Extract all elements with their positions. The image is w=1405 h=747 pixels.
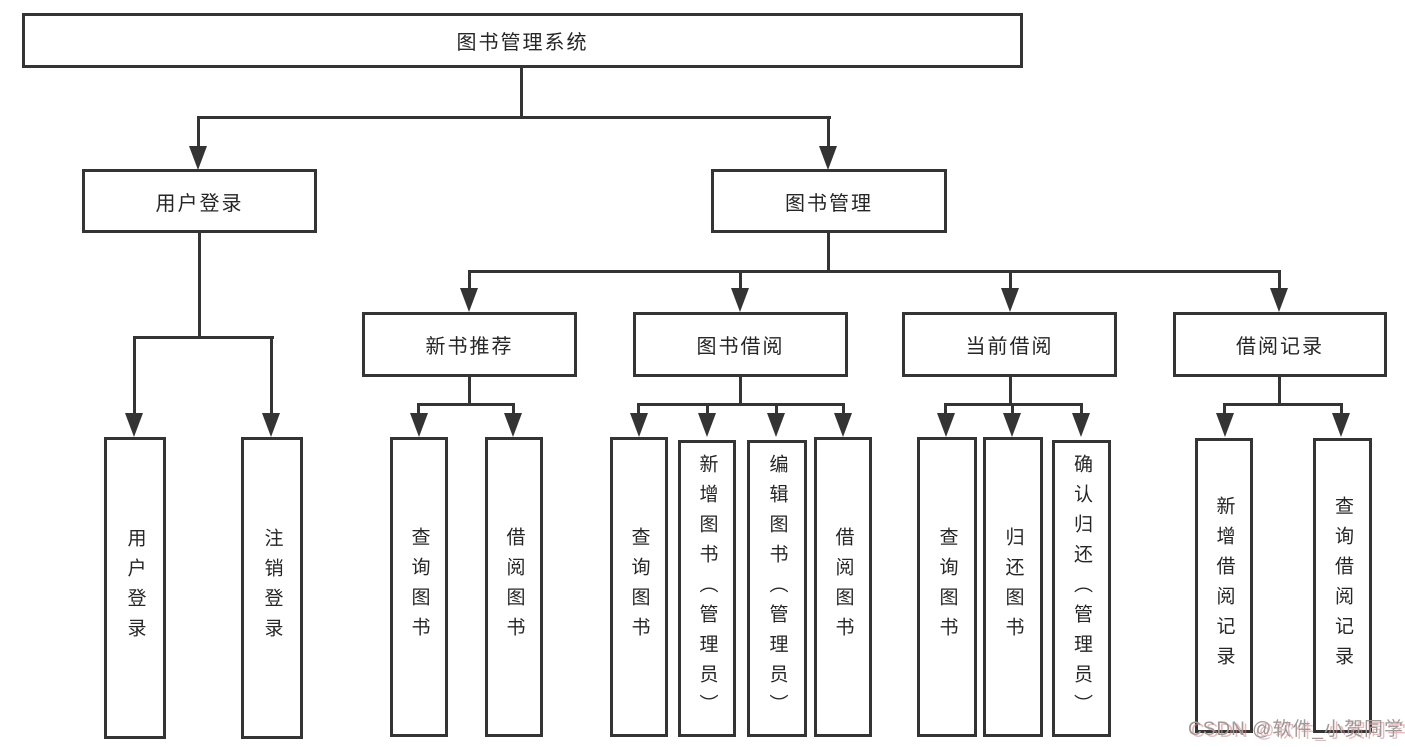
leaf-label: 注销登录 [261, 528, 283, 648]
leaf-label: 查询图书 [628, 527, 650, 647]
leaf-query-borrow-record: 查询借阅记录 [1313, 438, 1372, 733]
arrowhead-book-borrow [731, 288, 749, 312]
leaf-label: 借阅图书 [503, 527, 525, 647]
arrowhead-borrow-records [1270, 288, 1288, 312]
arrowhead-leaf [410, 413, 428, 437]
arrowhead-leaf [630, 413, 648, 437]
leaf-logout: 注销登录 [241, 437, 303, 739]
leaf-return-books: 归还图书 [983, 437, 1043, 737]
connector-book-management-stem [827, 233, 830, 272]
arrowhead-new-books [460, 288, 478, 312]
connector-current-borrow-stem [1009, 377, 1012, 405]
leaf-label: 用户登录 [124, 528, 146, 648]
connector-to-user-login [197, 116, 200, 148]
connector-leaf-line [1011, 403, 1014, 415]
leaf-label: 查询借阅记录 [1332, 495, 1353, 676]
connector-leaf-line [1223, 403, 1226, 415]
leaf-query-books: 查询图书 [610, 437, 668, 737]
arrowhead-leaf [1332, 413, 1350, 437]
connector-root-horizontal [197, 116, 831, 119]
node-book-management: 图书管理 [711, 169, 947, 233]
leaf-add-books-admin: 新增图书（管理员） [678, 440, 736, 737]
arrowhead-leaf [1072, 413, 1090, 437]
node-root: 图书管理系统 [22, 13, 1023, 68]
connector-to-current-borrow [1009, 270, 1012, 290]
connector-root-stem [520, 67, 523, 119]
node-user-login: 用户登录 [82, 169, 317, 233]
node-book-borrow: 图书借阅 [633, 312, 848, 377]
connector-to-book-borrow [739, 270, 742, 290]
leaf-add-borrow-record: 新增借阅记录 [1195, 438, 1253, 733]
leaf-label: 编辑图书（管理员） [766, 453, 788, 724]
connector-borrow-records-horizontal [1223, 403, 1343, 406]
connector-leaf-line [417, 403, 420, 415]
leaf-label: 新增图书（管理员） [696, 453, 718, 724]
leaf-label: 查询图书 [936, 527, 958, 647]
node-new-book-recommend-label: 新书推荐 [425, 336, 514, 358]
leaf-query-books: 查询图书 [390, 437, 448, 737]
arrowhead-leaf [834, 413, 852, 437]
connector-user-login-horizontal [134, 336, 274, 339]
connector-leaf-line [842, 403, 845, 415]
node-new-book-recommend: 新书推荐 [362, 312, 577, 377]
connector-leaf-line [512, 403, 515, 415]
node-book-management-label: 图书管理 [785, 192, 873, 215]
arrowhead-book-management [819, 146, 837, 170]
connector-leaf-line [706, 403, 709, 415]
connector-leaf-line [1340, 403, 1343, 415]
connector-to-leaf-logout [270, 336, 273, 415]
arrowhead-leaf-login [125, 413, 143, 437]
leaf-borrow-books: 借阅图书 [814, 437, 872, 737]
csdn-watermark: CSDN @软件_小贺同学 [1188, 719, 1404, 740]
leaf-user-login: 用户登录 [104, 437, 166, 739]
node-user-login-label: 用户登录 [155, 192, 244, 215]
connector-to-new-books [468, 270, 471, 290]
node-book-borrow-label: 图书借阅 [696, 336, 785, 358]
connector-user-login-stem [198, 233, 201, 339]
leaf-label: 确认归还（管理员） [1071, 453, 1092, 724]
connector-book-borrow-stem [739, 377, 742, 405]
connector-leaf-line [637, 403, 640, 415]
arrowhead-leaf [504, 413, 522, 437]
arrowhead-leaf [698, 413, 716, 437]
connector-leaf-line [775, 403, 778, 415]
connector-new-books-horizontal [418, 403, 515, 406]
connector-borrow-records-stem [1278, 377, 1281, 405]
node-borrow-records: 借阅记录 [1173, 312, 1387, 377]
connector-book-borrow-horizontal [637, 403, 845, 406]
arrowhead-leaf-logout [262, 413, 280, 437]
connector-leaf-line [944, 403, 947, 415]
arrowhead-leaf [937, 413, 955, 437]
arrowhead-leaf [767, 413, 785, 437]
leaf-borrow-books: 借阅图书 [485, 437, 543, 737]
leaf-label: 归还图书 [1002, 527, 1024, 647]
arrowhead-current-borrow [1001, 288, 1019, 312]
connector-level2-horizontal [468, 270, 1281, 273]
node-root-label: 图书管理系统 [456, 32, 589, 54]
node-current-borrow-label: 当前借阅 [965, 336, 1054, 358]
leaf-label: 借阅图书 [832, 527, 854, 647]
connector-leaf-line [1080, 403, 1083, 415]
arrowhead-leaf [1216, 413, 1234, 437]
leaf-query-books: 查询图书 [917, 437, 977, 737]
leaf-label: 查询图书 [408, 527, 430, 647]
arrowhead-user-login [189, 146, 207, 170]
leaf-label: 新增借阅记录 [1213, 495, 1235, 676]
node-current-borrow: 当前借阅 [902, 312, 1117, 377]
connector-new-books-stem [468, 377, 471, 405]
leaf-confirm-return-admin: 确认归还（管理员） [1052, 440, 1111, 737]
connector-to-borrow-records [1278, 270, 1281, 290]
arrowhead-leaf [1003, 413, 1021, 437]
leaf-edit-books-admin: 编辑图书（管理员） [747, 440, 807, 737]
node-borrow-records-label: 借阅记录 [1236, 336, 1324, 358]
connector-to-leaf-login [133, 336, 136, 415]
connector-to-book-management [827, 116, 830, 148]
